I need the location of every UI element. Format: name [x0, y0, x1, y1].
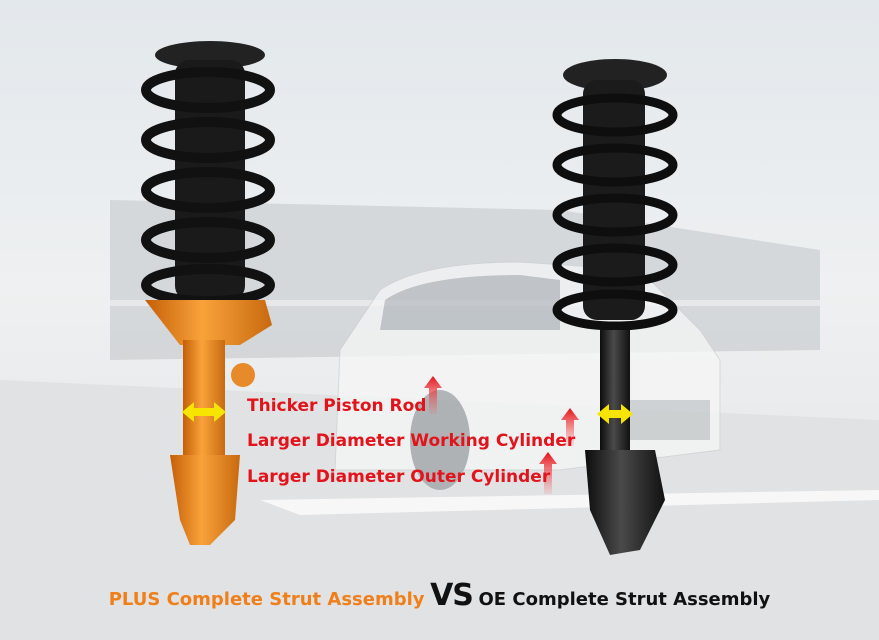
plus-strut-image — [141, 41, 275, 545]
oe-caption: OE Complete Strut Assembly — [478, 589, 771, 610]
feature-working-cylinder: Larger Diameter Working Cylinder — [247, 431, 576, 451]
width-arrow-icons — [182, 402, 633, 424]
up-arrow-icons — [424, 376, 579, 494]
oe-strut-image — [552, 59, 678, 555]
plus-caption: PLUS Complete Strut Assembly — [108, 589, 425, 610]
feature-thicker-piston-rod: Thicker Piston Rod — [247, 396, 427, 416]
comparison-caption: PLUS Complete Strut Assembly VS OE Compl… — [0, 578, 879, 613]
vs-label: VS — [430, 578, 474, 613]
feature-outer-cylinder: Larger Diameter Outer Cylinder — [247, 467, 551, 487]
